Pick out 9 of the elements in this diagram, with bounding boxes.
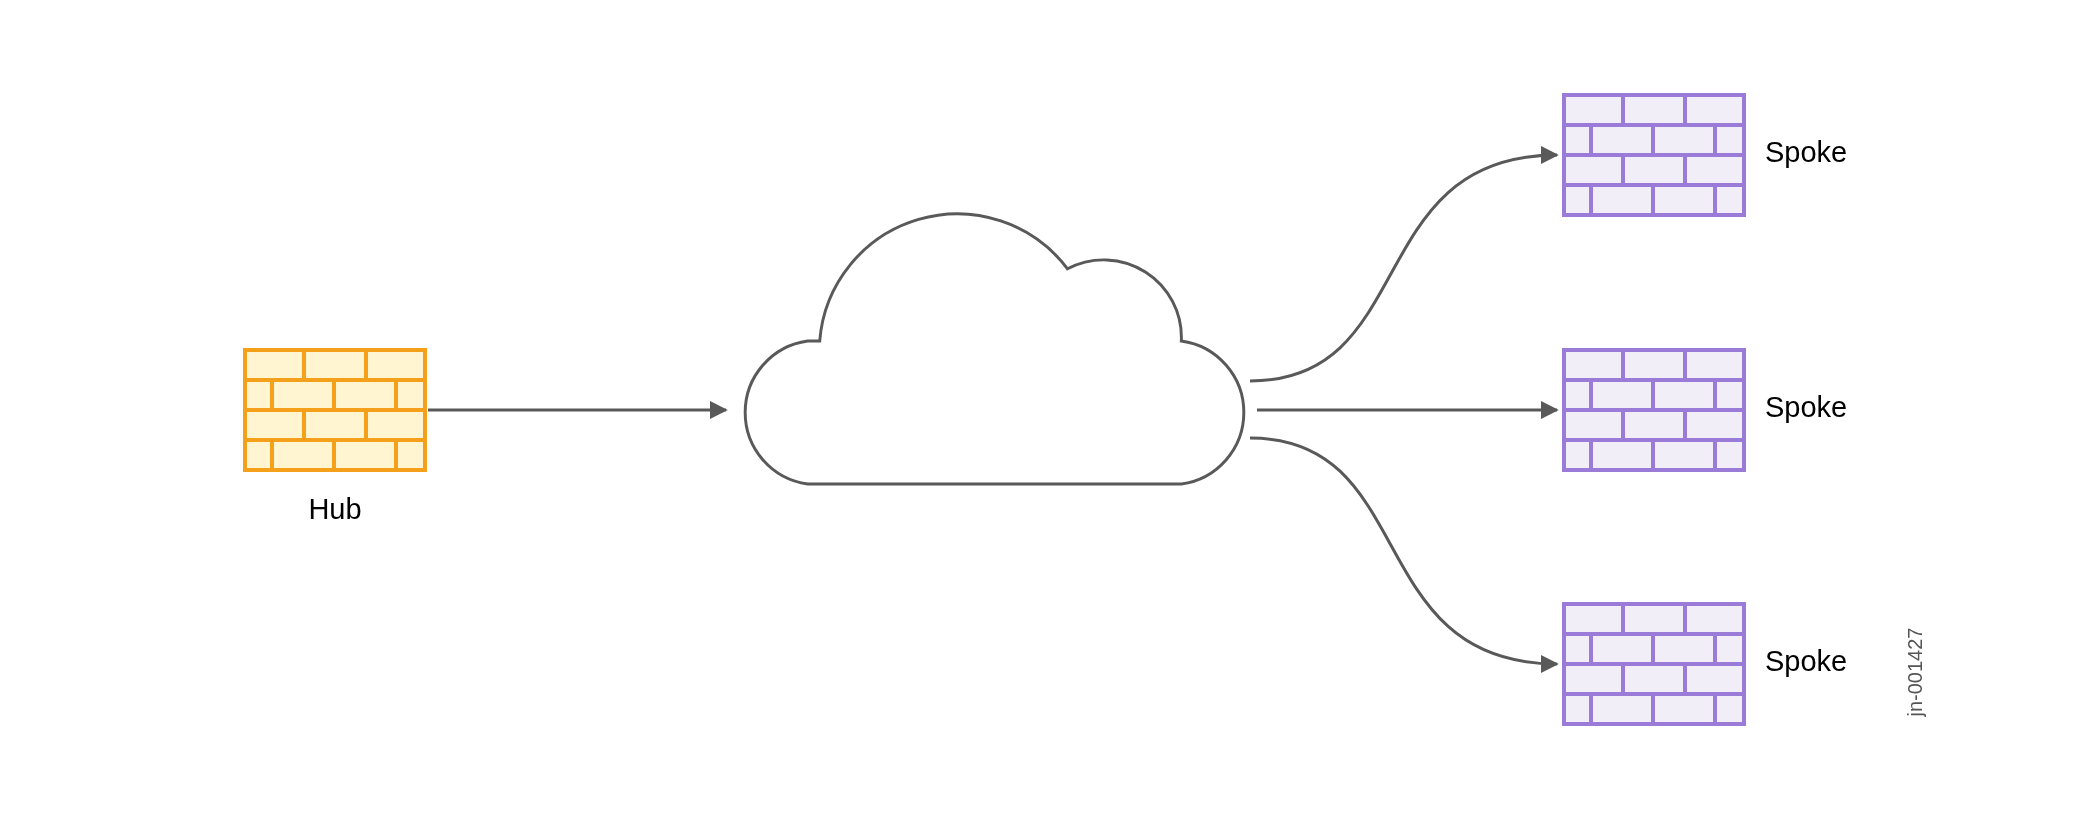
device-label: Hub — [307, 495, 363, 524]
arrow — [428, 401, 728, 419]
figure-id: jn-001427 — [1903, 627, 1927, 717]
device-label: Spoke — [1765, 393, 1848, 422]
device-label: Spoke — [1765, 647, 1848, 676]
arrow — [1249, 147, 1559, 383]
arrow — [1249, 436, 1559, 672]
arrow — [1257, 401, 1559, 419]
device-label: Spoke — [1765, 138, 1848, 167]
